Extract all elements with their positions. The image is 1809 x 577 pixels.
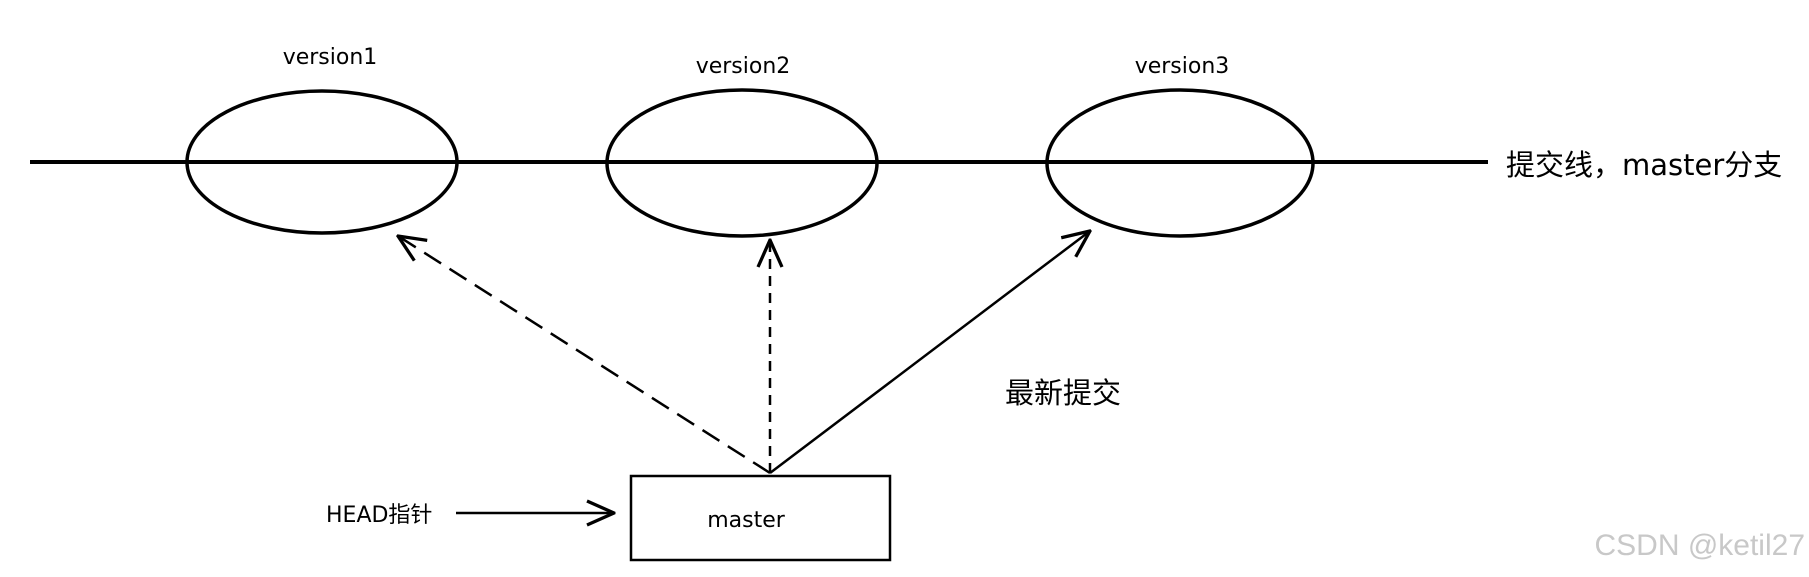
arrow-to-version1 <box>398 236 771 475</box>
version1-label: version1 <box>283 45 378 70</box>
version2-node <box>605 88 879 238</box>
version3-label: version3 <box>1135 54 1230 79</box>
head-pointer-label: HEAD指针 <box>326 503 432 528</box>
latest-commit-label: 最新提交 <box>1005 376 1121 410</box>
arrow-to-version3 <box>769 231 1090 474</box>
master-branch-label: master <box>707 508 786 533</box>
version3-node <box>1045 88 1315 238</box>
commit-line-label: 提交线，master分支 <box>1506 148 1782 182</box>
version2-label: version2 <box>696 54 791 79</box>
watermark: CSDN @ketil27 <box>1594 529 1805 562</box>
version1-node <box>185 89 459 235</box>
master-branch-box <box>629 474 892 562</box>
